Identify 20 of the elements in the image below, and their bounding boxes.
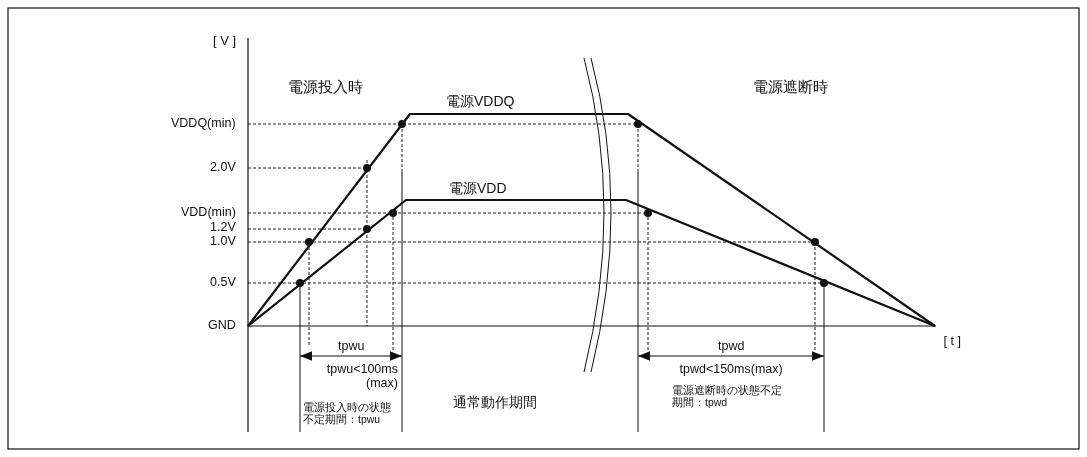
tick-label: 0.5V <box>210 275 236 290</box>
tick-label: 2.0V <box>210 160 236 175</box>
note-text: 電源遮断時の状態不定期間：tpwd <box>672 384 783 409</box>
tick-label: 1.2V <box>210 220 236 235</box>
dimension-label: tpwu <box>338 339 365 354</box>
section-label: 電源遮断時 <box>752 78 828 96</box>
tick-label: 1.0V <box>210 234 236 249</box>
section-label: 電源投入時 <box>287 78 363 96</box>
dimension-label: tpwd <box>718 339 745 354</box>
dimension-note: tpwu<100ms (max) <box>325 362 398 391</box>
period-label: 通常動作期間 <box>453 394 537 411</box>
dimension-note: tpwd<150ms(max) <box>679 362 783 377</box>
curve-label: 電源VDD <box>449 180 507 197</box>
tick-label: VDD(min) <box>181 205 236 220</box>
axis-label: [ V ] <box>213 34 237 49</box>
tick-label: GND <box>208 318 236 333</box>
tick-label: VDDQ(min) <box>171 116 236 131</box>
note-text: 電源投入時の状態不定期間：tpwu <box>303 401 392 426</box>
axis-label: [ t ] <box>943 334 961 349</box>
curve-label: 電源VDDQ <box>446 93 515 110</box>
